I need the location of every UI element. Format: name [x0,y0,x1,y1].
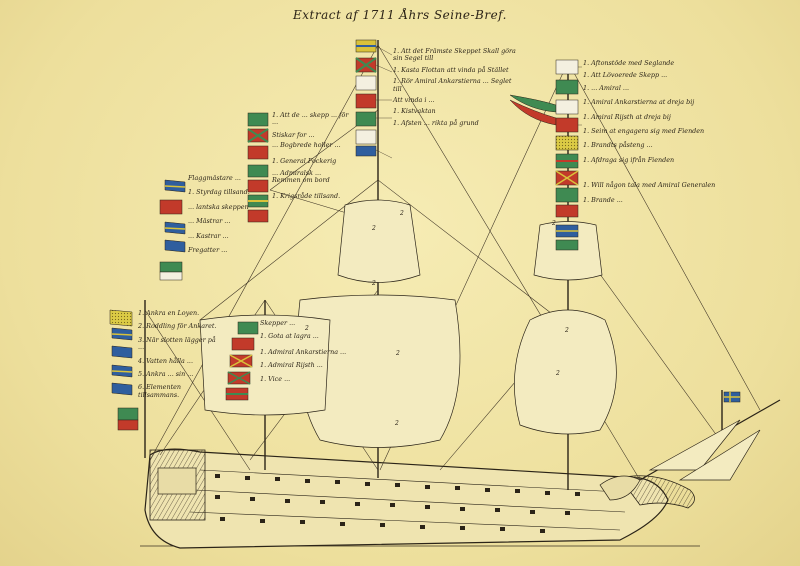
label-line: 1. Att de ... skepp ... för ... [272,111,349,127]
label-line: Att vinda i ... [393,96,435,105]
label-line: 1. Vice ... [260,374,291,383]
label-line: 1. Seim at engagera sig med Fienden [583,127,705,136]
label-line: 3. När slotten lägger på ... [138,335,216,352]
label-line: Fregatter ... [188,246,228,255]
svg-text:2: 2 [395,350,400,357]
svg-text:2: 2 [371,225,376,232]
page-title: Extract af 1711 Åhrs Seine-Bref. [293,8,507,22]
label-block-mizzen: 1. Aftonstöde med Seglande 1. Att Lövoer… [583,59,783,204]
label-line: 1. Amiral Rijsth at dreja bij [583,112,671,121]
svg-text:2: 2 [555,370,560,377]
label-line: ... Mästrar ... [188,217,231,226]
label-line: 1. Admiral Ankarstierna ... [260,347,347,356]
label-line: 1. ... Amiral ... [583,83,630,92]
label-line: 1. Afsten ... rikta på grund [393,118,479,127]
svg-text:2: 2 [371,280,376,287]
svg-text:2: 2 [564,327,569,334]
label-line: ... Bogbrede holler ... [272,141,341,150]
label-line: 1. Brande ... [583,195,623,204]
label-line: ... Admiralsk ... Remmen om bord [272,169,330,185]
label-line: 6. Elementen tillsammans. [138,383,182,399]
label-line: ... lantska skeppen [188,202,249,211]
label-line: 1. Att Lövoerede Skepp ... [583,71,668,80]
svg-text:2: 2 [394,420,399,427]
bowsprit-flag [723,391,741,403]
fore-upper-flags [159,179,186,281]
label-line: Stiskar for ... [272,130,315,139]
label-line: 1. Rör Amiral Ankarstierna ... Seglet ti… [393,77,512,93]
label-leaders [375,45,582,159]
label-line: 1. Kistvaktan [393,107,436,116]
label-line: 1. Amiral Ankarstierna at dreja bij [583,98,695,107]
label-line: ... Kastrar ... [188,231,229,240]
label-line: Skepper ... [260,319,296,327]
svg-text:2: 2 [399,210,404,217]
label-line: 1. Gota at lagra ... [260,332,319,341]
label-line: 4. Vatten hålla ... [138,356,193,365]
svg-text:2: 2 [304,325,309,332]
bow-flags [109,309,139,431]
label-line: 1. Will någon tala med Amiral Generalen [583,181,716,190]
mizzen-flags [509,59,579,251]
label-line: 1. Kasta Flottan att vinda på Stället [393,65,509,74]
label-line: 5. Ankra ... sin ... [138,370,194,379]
label-line: 1. Aftonstöde med Seglande [583,59,675,67]
label-block-fore: 1. Ankra en Loyen. 2. Roddling för Ankar… [138,309,218,399]
label-line: 1. Att det Främste Skeppet Skall göra si… [393,47,516,63]
sail-numbers: 2 2 2 2 2 2 2 2 2 [304,210,569,427]
main-mast-flags [355,39,377,157]
label-block-main-top: 1. Att det Främste Skeppet Skall göra si… [393,47,518,127]
label-line: 1. Brandts påsteng ... [583,141,653,150]
label-block-fore-upper: Flaggmästare ... 1. Styrdag tillsand. ..… [188,174,250,255]
svg-text:2: 2 [551,220,556,227]
label-line: 1. Admiral Rijsth ... [260,361,323,370]
waist-flags [225,321,259,401]
label-block-waist: Skepper ... 1. Gota at lagra ... 1. Admi… [260,319,360,383]
label-line: 1. Krigsråde tillsand. [272,191,341,200]
label-line: 1. General Fockerig [272,156,337,165]
label-line: 1. Styrdag tillsand. [188,188,250,197]
fore-mast-flags [247,112,269,223]
label-line: 2. Roddling för Ankaret. [138,322,217,331]
label-block-fore-mast: 1. Att de ... skepp ... för ... Stiskar … [272,111,350,200]
label-line: 1. Ankra en Loyen. [138,309,200,317]
label-line: 1. Afdraga sig ifrån Fienden [583,155,675,164]
ship-hull [144,448,695,549]
label-line: Flaggmästare ... [188,174,241,182]
